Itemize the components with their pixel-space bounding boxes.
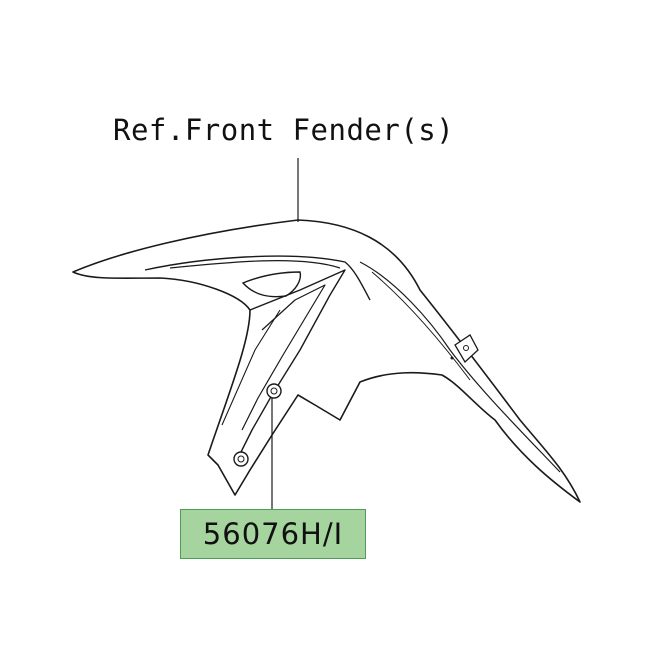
part-number-label[interactable]: 56076H/I (180, 509, 366, 559)
fender-inner-edge (144, 255, 371, 301)
side-mount-dot (450, 356, 454, 360)
fork-bracket-outer (237, 269, 346, 459)
side-mount-hole (463, 345, 469, 351)
fender-side-contour (359, 261, 561, 473)
bolt-upper-center (270, 387, 278, 395)
bolt-lower-center (237, 455, 245, 463)
fender-side-contour-2 (371, 271, 471, 381)
fender-vent (241, 271, 302, 298)
part-label-highlight (180, 509, 366, 559)
fork-bracket-edge (221, 309, 281, 426)
fender-outline (72, 219, 581, 503)
fork-bracket-inner (241, 284, 326, 431)
fender-inner-rim (169, 260, 341, 269)
reference-label: Ref.Front Fender(s) (113, 113, 455, 147)
